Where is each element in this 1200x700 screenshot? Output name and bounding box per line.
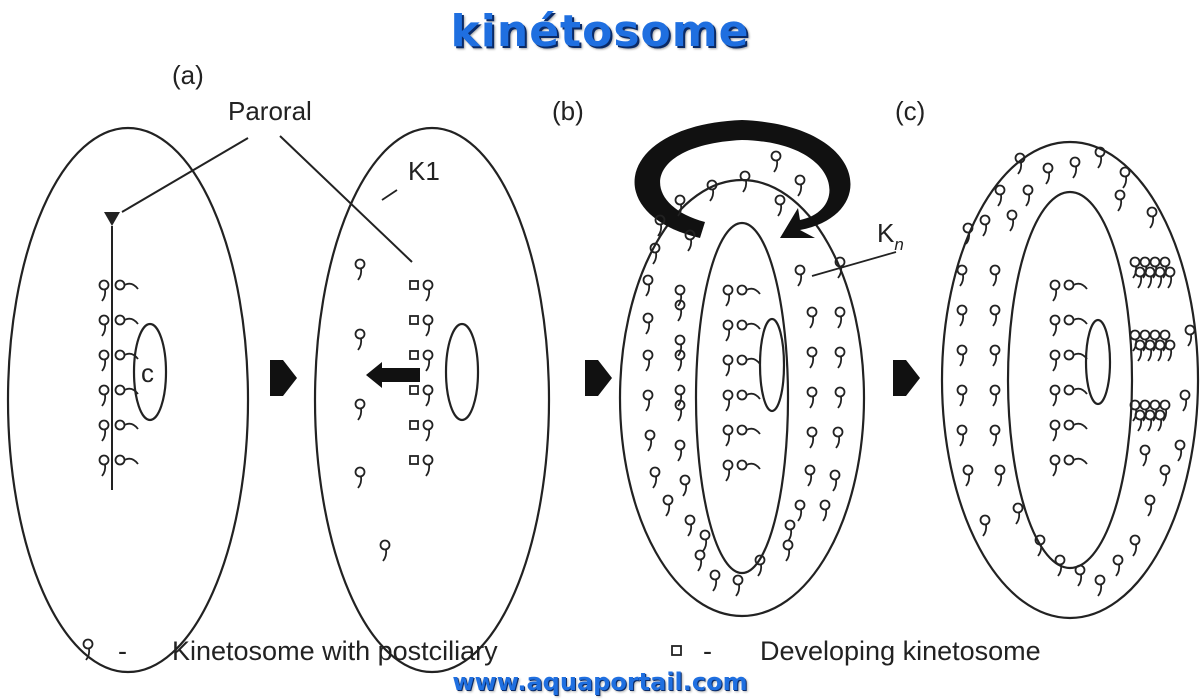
cell-1-kinetosome-pairs [98, 279, 139, 477]
cytostome-outline [132, 322, 168, 422]
cell-4-inner-outline [1006, 190, 1134, 570]
paroral-pointer-1 [121, 137, 249, 213]
legend-developing-label: Developing kinetosome [760, 636, 1041, 666]
legend-dash-1: - [118, 636, 127, 666]
paroral-marker-icon [104, 212, 120, 226]
k1-label: K1 [408, 156, 440, 186]
paroral-pointer-2 [279, 135, 413, 263]
cell-1: c [6, 126, 250, 674]
cell-2: K1 [313, 126, 551, 674]
step-arrow-3-icon [893, 360, 920, 396]
cell-4-kinetosomes [956, 146, 1196, 597]
legend-dash-2: - [703, 636, 712, 666]
cell-3-inner-outline [694, 221, 790, 575]
cell-4 [940, 140, 1200, 620]
website-url: www.aquaportail.com [452, 668, 748, 696]
cell-3: Kn [618, 120, 904, 618]
cell-3-oral-outline [758, 317, 786, 413]
step-arrow-2-icon [585, 360, 612, 396]
kn-label: Kn [877, 218, 904, 254]
paroral-label: Paroral [228, 96, 312, 126]
cell-4-oral-outline [1084, 318, 1112, 406]
legend-kinetosome-label: Kinetosome with postciliary [172, 636, 498, 666]
cytostome-label: c [141, 358, 154, 388]
cell-2-oral-outline [444, 322, 480, 422]
kn-pointer [811, 251, 897, 277]
legend-developing-icon [671, 645, 682, 656]
cell-1-outline [6, 126, 250, 674]
cell-3-outer-outline [618, 178, 866, 618]
cell-2-kinetosomes [354, 258, 391, 562]
rotation-arrow-icon [634, 120, 851, 238]
legend: - Kinetosome with postciliary - Developi… [82, 636, 1041, 666]
panel-label-c: (c) [895, 96, 925, 126]
step-arrow-1-icon [270, 360, 297, 396]
panel-label-b: (b) [552, 96, 584, 126]
k1-kinetosome [381, 189, 398, 201]
panel-label-a: (a) [172, 60, 204, 90]
migration-arrow-icon [366, 362, 420, 388]
cell-4-kinetosome-clusters [1129, 256, 1176, 432]
cell-4-outer-outline [940, 140, 1200, 620]
legend-kinetosome-icon [82, 638, 94, 661]
cell-2-outline [313, 126, 551, 674]
page-title: kinétosome [450, 6, 750, 57]
